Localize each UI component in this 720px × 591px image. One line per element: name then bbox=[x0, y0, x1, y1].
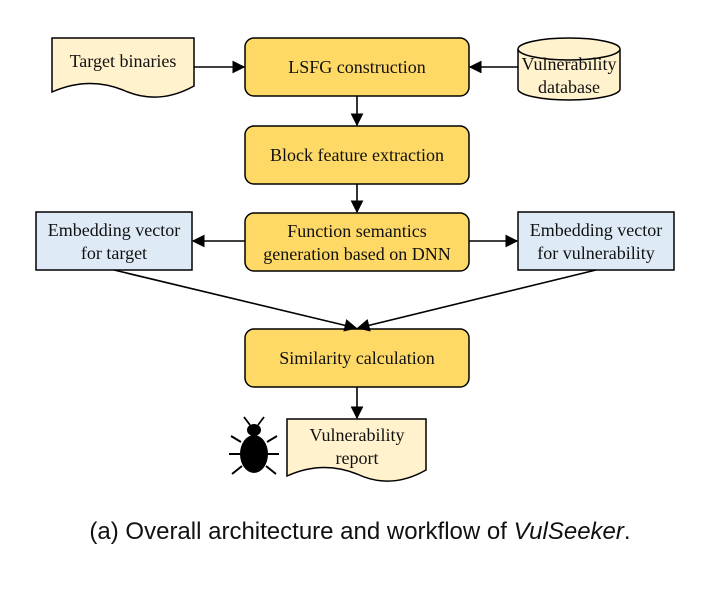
lsfg-construction-node: LSFG construction bbox=[244, 37, 470, 97]
target-binaries-node: Target binaries bbox=[51, 37, 195, 98]
bug-icon bbox=[229, 416, 279, 475]
emb-target-label-2: for target bbox=[81, 243, 147, 263]
vulnerability-database-node: Vulnerability database bbox=[517, 37, 621, 101]
cylinder-top bbox=[517, 37, 621, 61]
document-shape bbox=[51, 37, 195, 98]
emb-target-label-1: Embedding vector bbox=[48, 220, 180, 240]
cylinder-body bbox=[517, 49, 621, 101]
func-sem-label-1: Function semantics bbox=[287, 221, 426, 241]
figure-caption: (a) Overall architecture and workflow of… bbox=[0, 518, 720, 546]
emb-vuln-label-1: Embedding vector bbox=[530, 220, 662, 240]
function-semantics-node: Function semantics generation based on D… bbox=[244, 212, 470, 272]
block-feature-node: Block feature extraction bbox=[244, 125, 470, 185]
report-label-2: report bbox=[336, 448, 379, 468]
similarity-node: Similarity calculation bbox=[244, 328, 470, 388]
lsfg-label: LSFG construction bbox=[288, 57, 426, 77]
report-label-1: Vulnerability bbox=[310, 425, 405, 445]
vuln-db-label-2: database bbox=[538, 77, 600, 97]
document-shape bbox=[286, 418, 427, 482]
connectors bbox=[113, 60, 597, 420]
arrow-emb-target-to-sim bbox=[113, 269, 358, 332]
caption-suffix: . bbox=[623, 518, 631, 545]
block-feature-label: Block feature extraction bbox=[270, 145, 444, 165]
embedding-vulnerability-node: Embedding vector for vulnerability bbox=[517, 211, 675, 271]
vulnerability-report-node: Vulnerability report bbox=[286, 418, 427, 482]
vuln-db-label-1: Vulnerability bbox=[522, 54, 617, 74]
similarity-label: Similarity calculation bbox=[279, 348, 434, 368]
target-binaries-label: Target binaries bbox=[70, 51, 177, 71]
caption-prefix: (a) Overall architecture and workflow of bbox=[89, 518, 514, 545]
arrow-emb-vuln-to-sim bbox=[356, 269, 597, 332]
embedding-target-node: Embedding vector for target bbox=[35, 211, 193, 271]
emb-vuln-label-2: for vulnerability bbox=[537, 243, 654, 263]
caption-tool-name: VulSeeker bbox=[513, 518, 624, 545]
func-sem-label-2: generation based on DNN bbox=[263, 244, 450, 264]
